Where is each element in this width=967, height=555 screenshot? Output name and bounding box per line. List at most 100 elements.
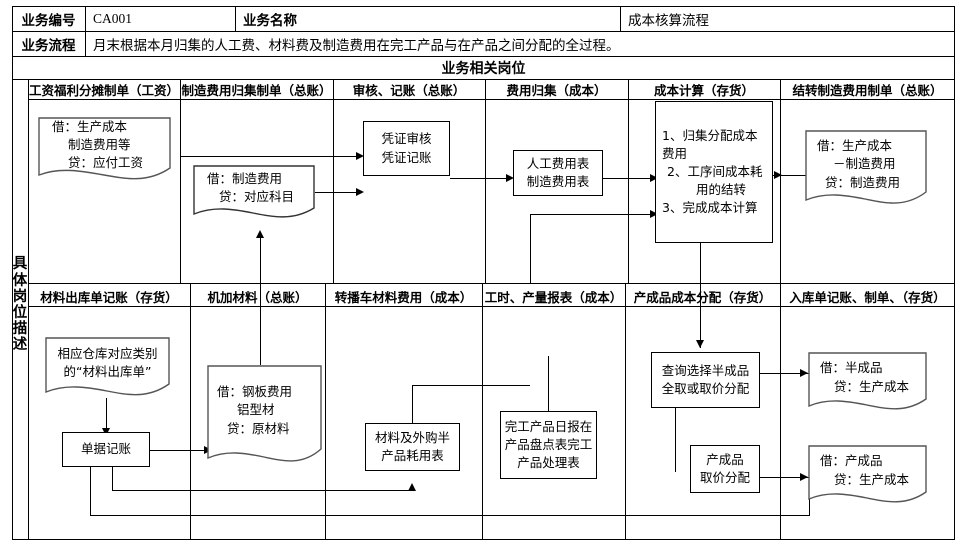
arrow-semiquery-to-semidoc [800, 368, 808, 377]
arrow-expense-to-costcalc [650, 173, 658, 182]
shape-warehouse-document-text: 相应仓库对应类别 的“材料出库单” [45, 345, 170, 392]
shape-voucher-posting-box: 单据记账 [62, 432, 150, 467]
shape-line: 借：生产成本 [817, 138, 893, 154]
shape-line: 取价分配 [699, 470, 750, 485]
connector-material-box-top-horizontal [412, 385, 530, 387]
connector-loop2-left-riser [90, 462, 92, 515]
arrow-lower-feed-to-costcalc [650, 209, 658, 218]
shape-line: 制造费用表 [526, 174, 590, 189]
shape-line: 材料及外购半 [374, 429, 450, 445]
lane-title-top-5: 结转制造费用制单（总账） [792, 82, 943, 98]
shape-finished-product-document: 借：产成品 贷：生产成本 [808, 445, 927, 507]
shape-line: 制造费用等 [68, 136, 131, 152]
shape-material-and-purchased-semi-product-usage-box: 材料及外购半 产品耗用表 [365, 423, 460, 471]
shape-line: 借：制造费用 [207, 170, 283, 186]
side-label-char-0: 具 [12, 256, 28, 273]
connector-steel-to-mfgdoc [260, 237, 262, 365]
shape-line: 2、工序间成本耗 [667, 163, 763, 179]
shape-line: 的“材料出库单” [63, 364, 152, 379]
shape-steel-document-text: 借：钢板费用 铝型材 贷：原材料 [207, 383, 322, 448]
connector-loop1-riser [112, 467, 114, 491]
lane-title-bottom-2: 转播车材料费用（成本） [334, 289, 473, 305]
connector-material-box-top [412, 385, 414, 423]
lane-divider-top-5 [780, 79, 781, 283]
connector-lower-feed-riser [530, 214, 532, 284]
connector-warehouse-to-voucher [106, 398, 108, 432]
document-shape-outline [45, 337, 170, 396]
lane-title-bottom-5: 入库单记账、制单、（存货） [789, 289, 946, 305]
connector-loop1-horizontal [112, 490, 412, 492]
shape-line: 贷：原材料 [227, 420, 290, 436]
side-label-char-4: 描 [12, 321, 28, 338]
banner-bottom-border [12, 79, 955, 80]
shape-carryover-document-text: 借：生产成本 －制造费用 贷：制造费用 [805, 137, 927, 202]
shape-finished-product-pricing-allocation-box: 产成品 取价分配 [690, 445, 760, 493]
document-shape-outline [808, 445, 927, 503]
lane-divider-top-2 [333, 79, 334, 283]
shape-finished-product-document-text: 借：产成品 贷：生产成本 [808, 452, 927, 499]
lane-divider-bottom-3 [482, 283, 483, 540]
lane-divider-bottom-2 [325, 283, 326, 540]
lane-title-bottom-1: 机加材料（总账） [207, 289, 308, 305]
side-label-char-3: 位 [12, 305, 28, 321]
connector-mfg-to-audit [315, 192, 358, 194]
connector-wage-to-audit [180, 156, 358, 158]
shape-line: 人工费用表 [526, 155, 590, 171]
shape-line: 相应仓库对应类别 [57, 345, 158, 361]
shape-line: 用的结转 [695, 182, 746, 198]
lane-title-bottom-4: 产成品成本分配（存货） [633, 289, 772, 305]
shape-voucher-audit-posting-box: 凭证审核 凭证记账 [363, 121, 450, 176]
arrow-finishedalloc-to-finisheddoc [800, 472, 808, 481]
arrow-steel-to-mfgdoc [255, 230, 264, 238]
shape-line: 借：半成品 [820, 360, 883, 376]
connector-costcalc-down [700, 243, 702, 348]
shape-line: 3、完成成本计算 [662, 200, 758, 216]
arrow-mfg-to-audit [356, 187, 364, 196]
shape-wage-allocation-document-text: 借：生产成本 制造费用等 贷：应付工资 [38, 118, 171, 183]
connector-lower-feed-to-costcalc [530, 214, 658, 216]
shape-line: 全取或取价分配 [661, 381, 750, 396]
shape-carryover-manufacturing-expense-document: 借：生产成本 －制造费用 贷：制造费用 [805, 130, 927, 210]
arrow-costcalc-to-carryover [774, 170, 782, 179]
diagram-outer-frame [12, 6, 955, 540]
lane-title-top-0: 工资福利分摊制单（工资） [28, 82, 179, 98]
shape-labor-and-mfg-expense-table-box: 人工费用表 制造费用表 [513, 150, 603, 196]
arrow-audit-to-expense [506, 173, 514, 182]
side-label-char-5: 述 [12, 337, 28, 354]
shape-line: 铝型材 [237, 402, 275, 418]
shape-line: 贷：应付工资 [68, 155, 144, 171]
shape-line: －制造费用 [833, 156, 896, 172]
shape-manufacturing-expense-document-text: 借：制造费用 贷：对应科目 [193, 170, 315, 217]
lane-title-bottom-0: 材料出库单记账（存货） [40, 289, 178, 305]
biz-no-value: CA001 [93, 10, 133, 26]
side-label-char-2: 岗 [12, 288, 28, 305]
shape-line: 贷：对应科目 [219, 189, 295, 204]
connector-costcalc-to-carryover [765, 175, 813, 177]
shape-line: 产成品 [706, 451, 744, 467]
header-col-divider-2 [235, 6, 236, 31]
shape-manufacturing-expense-document: 借：制造费用 贷：对应科目 [193, 165, 315, 222]
shape-line: 借：生产成本 [52, 118, 128, 134]
connector-finishedalloc-to-finisheddoc [760, 477, 812, 479]
shape-line: 贷：生产成本 [834, 471, 910, 487]
shape-line: 贷：生产成本 [834, 378, 910, 394]
header-row2-bottom-border [12, 56, 955, 57]
lane-header-top-bottom-border [28, 99, 955, 100]
shape-line: 1、归集分配成本 [662, 127, 758, 143]
document-shape-outline [207, 365, 322, 462]
lane-divider-bottom-1 [190, 283, 191, 540]
shape-line: 产品处理表 [517, 455, 580, 471]
shape-line: 借：钢板费用 [217, 384, 293, 400]
shape-line: 费用 [662, 145, 688, 161]
arrow-wage-to-audit [356, 151, 364, 160]
document-shape-outline [808, 352, 927, 410]
related-positions-banner: 业务相关岗位 [441, 60, 526, 77]
biz-name-value: 成本核算流程 [628, 12, 709, 29]
shape-semi-product-query-allocation-box: 查询选择半成品 全取或取价分配 [651, 352, 760, 408]
shape-line: 产品盘点表完工 [504, 436, 593, 452]
shape-semi-product-document-text: 借：半成品 贷：生产成本 [808, 359, 927, 406]
band-separator [28, 283, 955, 284]
arrow-loop1-to-material-box [407, 483, 416, 491]
biz-flow-label: 业务流程 [21, 37, 76, 54]
